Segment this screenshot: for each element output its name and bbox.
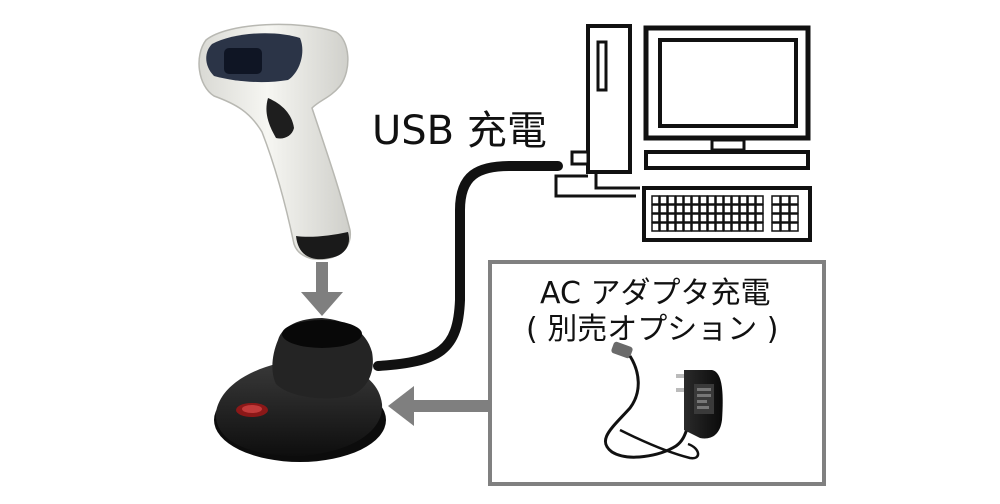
keyboard-key [676, 214, 683, 222]
ac-adapter-icon [605, 341, 722, 458]
keyboard-key [700, 214, 707, 222]
keyboard-key [790, 223, 798, 231]
keyboard-key [660, 223, 667, 231]
keyboard-key [660, 205, 667, 213]
keyboard-key [660, 214, 667, 222]
keyboard-key [692, 205, 699, 213]
barcode-scanner-icon [199, 24, 350, 259]
keyboard-key [772, 196, 780, 204]
keyboard-key [700, 196, 707, 204]
keyboard-key [781, 205, 789, 213]
keyboard-key [684, 205, 691, 213]
optional-sale-label: ( 別売オプション ) [526, 304, 778, 348]
keyboard-key [748, 223, 755, 231]
keyboard-key [668, 205, 675, 213]
keyboard-key [748, 196, 755, 204]
down-arrow-icon [301, 262, 343, 316]
keyboard-key [692, 223, 699, 231]
keyboard-key [748, 214, 755, 222]
keyboard-key [708, 223, 715, 231]
keyboard-key [748, 205, 755, 213]
keyboard-key [756, 196, 763, 204]
keyboard-key [660, 196, 667, 204]
keyboard-key [790, 214, 798, 222]
keyboard-key [772, 214, 780, 222]
keyboard-key [676, 223, 683, 231]
keyboard-key [732, 205, 739, 213]
keyboard-key [652, 205, 659, 213]
keyboard-key [756, 205, 763, 213]
keyboard-key [790, 196, 798, 204]
usb-charge-label: USB 充電 [372, 98, 547, 156]
keyboard-key [652, 214, 659, 222]
keyboard-key [724, 214, 731, 222]
keyboard-key [740, 205, 747, 213]
keyboard-key [724, 223, 731, 231]
keyboard-key [668, 196, 675, 204]
keyboard-key [676, 205, 683, 213]
keyboard-key [724, 196, 731, 204]
keyboard-key [668, 223, 675, 231]
keyboard-keys [652, 196, 798, 231]
keyboard-key [652, 196, 659, 204]
desktop-pc-icon [556, 26, 810, 240]
keyboard-key [684, 223, 691, 231]
keyboard-key [684, 196, 691, 204]
keyboard-key [740, 196, 747, 204]
keyboard-key [756, 214, 763, 222]
keyboard-key [668, 214, 675, 222]
keyboard-key [781, 223, 789, 231]
keyboard-key [772, 205, 780, 213]
keyboard-key [740, 214, 747, 222]
keyboard-key [684, 214, 691, 222]
keyboard-key [708, 205, 715, 213]
keyboard-key [790, 205, 798, 213]
keyboard-key [700, 205, 707, 213]
keyboard-key [716, 205, 723, 213]
keyboard-key [716, 223, 723, 231]
charging-cradle-icon [214, 318, 386, 462]
keyboard-key [740, 223, 747, 231]
keyboard-key [700, 223, 707, 231]
keyboard-key [676, 196, 683, 204]
left-arrow-icon [388, 386, 490, 426]
keyboard-key [732, 223, 739, 231]
keyboard-key [732, 214, 739, 222]
keyboard-key [692, 214, 699, 222]
keyboard-key [652, 223, 659, 231]
keyboard-key [708, 214, 715, 222]
keyboard-key [781, 196, 789, 204]
keyboard-key [708, 196, 715, 204]
keyboard-key [716, 214, 723, 222]
keyboard-key [692, 196, 699, 204]
keyboard-key [724, 205, 731, 213]
keyboard-key [716, 196, 723, 204]
keyboard-key [732, 196, 739, 204]
keyboard-key [772, 223, 780, 231]
keyboard-key [781, 214, 789, 222]
keyboard-key [756, 223, 763, 231]
